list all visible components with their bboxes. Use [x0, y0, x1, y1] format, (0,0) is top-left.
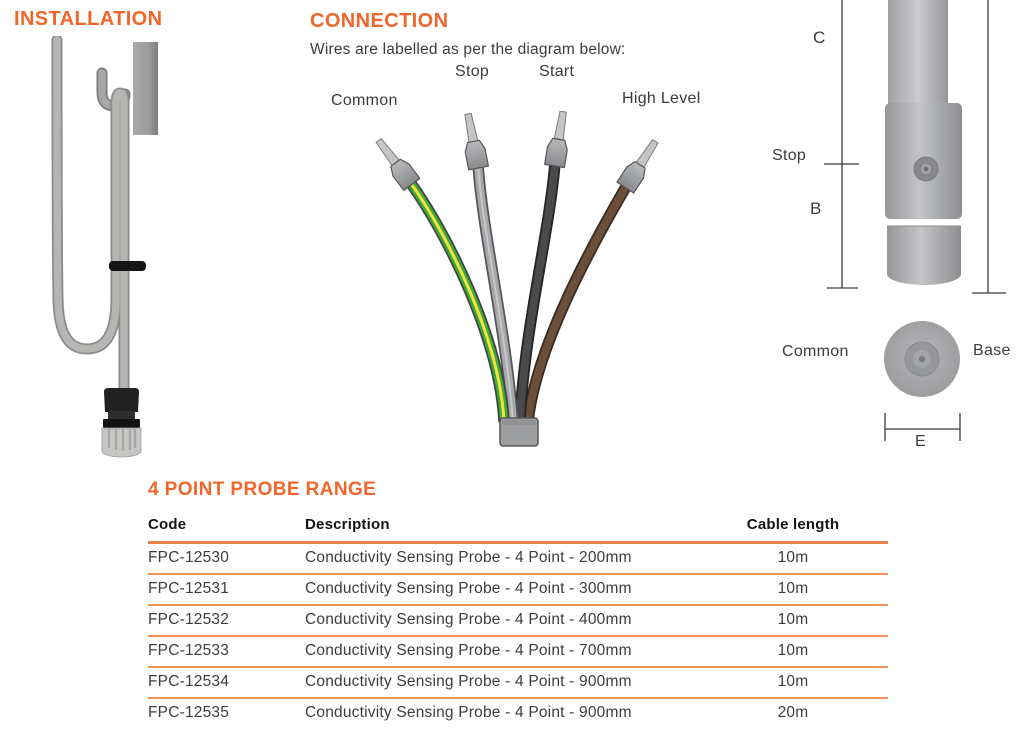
table-header-row: Code Description Cable length — [148, 512, 888, 544]
cell-code: FPC-12533 — [148, 636, 305, 668]
table-row: FPC-12535 Conductivity Sensing Probe - 4 … — [148, 698, 888, 728]
probe-dimension-diagram — [824, 0, 1006, 441]
connection-subtitle: Wires are labelled as per the diagram be… — [310, 41, 626, 58]
cell-cable-length: 10m — [698, 574, 888, 606]
cell-description: Conductivity Sensing Probe - 4 Point - 2… — [305, 542, 698, 575]
wire-label-common: Common — [331, 92, 398, 109]
column-header-code: Code — [148, 512, 305, 544]
cell-code: FPC-12532 — [148, 605, 305, 637]
connection-title: CONNECTION — [310, 10, 449, 32]
cell-code: FPC-12530 — [148, 542, 305, 575]
cell-description: Conductivity Sensing Probe - 4 Point - 9… — [305, 667, 698, 699]
cell-cable-length: 10m — [698, 605, 888, 637]
cell-description: Conductivity Sensing Probe - 4 Point - 9… — [305, 704, 632, 721]
base-label-common: Common — [782, 343, 849, 360]
dimension-label-stop: Stop — [772, 147, 807, 164]
probe-range-title: 4 POINT PROBE RANGE — [148, 479, 377, 500]
dimension-label-e: E — [915, 433, 926, 450]
wire-label-high-level: High Level — [622, 90, 701, 107]
column-header-description: Description — [305, 512, 698, 544]
cell-code: FPC-12531 — [148, 574, 305, 606]
cell-description: Conductivity Sensing Probe - 4 Point - 3… — [305, 574, 698, 606]
cell-cable-length: 10m — [698, 667, 888, 699]
dimension-label-c: C — [813, 28, 826, 47]
installation-title: INSTALLATION — [14, 8, 163, 30]
cell-cable-length: 10m — [698, 636, 888, 668]
column-header-cable-length: Cable length — [698, 512, 888, 544]
cell-code: FPC-12534 — [148, 667, 305, 699]
wire-label-start: Start — [539, 63, 575, 80]
cell-code: FPC-12535 — [148, 704, 230, 721]
cell-description: Conductivity Sensing Probe - 4 Point - 7… — [305, 636, 698, 668]
cell-cable-length: 20m — [777, 704, 809, 721]
connection-wire-diagram — [375, 110, 659, 447]
wire-label-stop: Stop — [455, 63, 490, 80]
cell-description: Conductivity Sensing Probe - 4 Point - 4… — [305, 605, 698, 637]
installation-diagram — [51, 36, 158, 458]
dimension-label-b: B — [810, 199, 822, 218]
cell-cable-length: 10m — [698, 542, 888, 575]
base-label-base: Base — [973, 342, 1011, 359]
